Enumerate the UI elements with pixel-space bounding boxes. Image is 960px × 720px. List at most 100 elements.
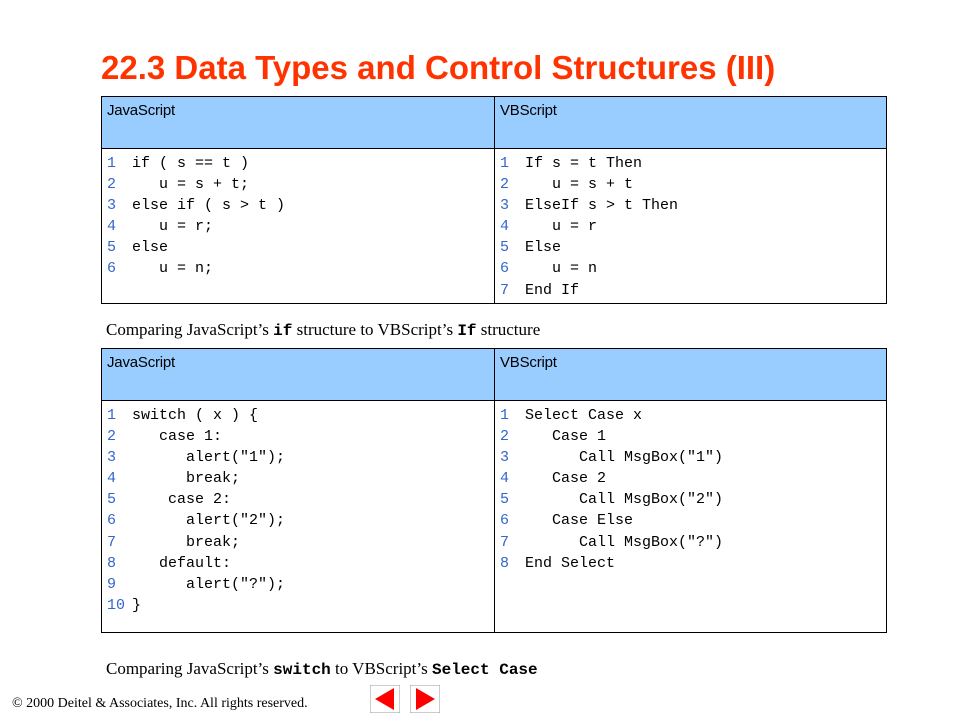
code-text: Else <box>525 239 562 257</box>
code-line: 1 if ( s == t ) <box>107 153 494 174</box>
line-number: 3 <box>500 449 510 467</box>
code-text: switch ( x ) { <box>132 407 259 424</box>
code-line: 6 u = n <box>500 258 886 279</box>
code-line: 1 If s = t Then <box>500 153 886 174</box>
line-number: 3 <box>107 449 117 467</box>
header-javascript: JavaScript <box>102 97 495 148</box>
caption-if-comparison: Comparing JavaScript’s if structure to V… <box>106 320 540 340</box>
code-text: u = r <box>525 218 598 236</box>
code-line: 7 break; <box>107 532 494 553</box>
caption-keyword: if <box>273 322 293 340</box>
line-number: 10 <box>107 596 126 614</box>
next-slide-button[interactable] <box>410 685 440 713</box>
page-title: 22.3 Data Types and Control Structures (… <box>101 49 776 86</box>
caption-text: Comparing JavaScript’s <box>106 659 274 678</box>
code-line: 7 End If <box>500 280 886 301</box>
code-line: 2 u = s + t <box>500 174 886 195</box>
code-block: 1 switch ( x ) { 2 case 1: 3 alert("1"); 4 b… <box>102 401 494 616</box>
copyright-footer: © 2000 Deitel & Associates, Inc. All rig… <box>12 696 308 711</box>
header-javascript: JavaScript <box>102 349 495 400</box>
table-header-row: JavaScript VBScript <box>102 349 886 401</box>
caption-keyword: Select Case <box>432 661 538 679</box>
caption-keyword: switch <box>273 661 331 679</box>
code-line: 5 case 2: <box>107 489 494 510</box>
comparison-table-if: JavaScript VBScript 1 if ( s == t ) 2 u = … <box>101 96 887 304</box>
code-text: If s = t Then <box>525 155 643 172</box>
comparison-table-switch: JavaScript VBScript 1 switch ( x ) { 2 cas… <box>101 348 887 633</box>
vbscript-code-cell: 1 If s = t Then 2 u = s + t 3 ElseIf s > t T… <box>495 149 886 303</box>
line-number: 3 <box>500 197 510 215</box>
code-text: alert("1"); <box>132 449 286 467</box>
header-vbscript: VBScript <box>500 354 557 371</box>
code-line: 2 case 1: <box>107 426 494 447</box>
line-number: 5 <box>500 491 510 509</box>
line-number: 6 <box>107 260 117 278</box>
line-number: 9 <box>107 575 117 593</box>
code-line: 3 Call MsgBox("1") <box>500 447 886 468</box>
code-text: if ( s == t ) <box>132 155 250 172</box>
line-number: 4 <box>107 218 117 236</box>
code-text: Call MsgBox("2") <box>525 491 724 509</box>
triangle-right-icon <box>416 688 435 710</box>
code-text: u = s + t <box>525 176 634 194</box>
code-text: u = r; <box>132 218 214 236</box>
code-line: 8 default: <box>107 553 494 574</box>
code-text: alert("2"); <box>132 512 286 530</box>
line-number: 6 <box>500 512 510 530</box>
caption-text: to VBScript’s <box>330 659 432 678</box>
code-line: 8 End Select <box>500 553 886 574</box>
code-text: Case Else <box>525 512 634 530</box>
caption-text: Comparing JavaScript’s <box>106 320 274 339</box>
code-line: 6 Case Else <box>500 510 886 531</box>
code-text: } <box>132 596 142 614</box>
table-header-row: JavaScript VBScript <box>102 97 886 149</box>
line-number: 1 <box>107 155 117 172</box>
code-line: 6 u = n; <box>107 258 494 279</box>
line-number: 2 <box>107 176 117 194</box>
code-line: 2 u = s + t; <box>107 174 494 195</box>
code-line: 2 Case 1 <box>500 426 886 447</box>
code-text: End If <box>525 281 580 299</box>
line-number: 6 <box>500 260 510 278</box>
line-number: 2 <box>500 176 510 194</box>
code-line: 5 Call MsgBox("2") <box>500 489 886 510</box>
line-number: 5 <box>107 239 117 257</box>
line-number: 5 <box>500 239 510 257</box>
code-text: default: <box>132 554 232 572</box>
code-text: case 2: <box>132 491 232 509</box>
code-text: ElseIf s > t Then <box>525 197 679 215</box>
table-body-row: 1 switch ( x ) { 2 case 1: 3 alert("1"); 4 b… <box>102 401 886 632</box>
triangle-left-icon <box>375 688 394 710</box>
code-text: u = n <box>525 260 598 278</box>
line-number: 1 <box>500 155 510 172</box>
line-number: 8 <box>500 554 510 572</box>
code-line: 4 u = r; <box>107 216 494 237</box>
code-text: break; <box>132 533 241 551</box>
line-number: 4 <box>500 218 510 236</box>
javascript-code-cell: 1 switch ( x ) { 2 case 1: 3 alert("1"); 4 b… <box>102 401 495 632</box>
code-text: Call MsgBox("1") <box>525 449 724 467</box>
line-number: 7 <box>107 533 117 551</box>
code-text: End Select <box>525 554 616 572</box>
previous-slide-button[interactable] <box>370 685 400 713</box>
code-line: 4 u = r <box>500 216 886 237</box>
line-number: 1 <box>107 407 117 424</box>
line-number: 7 <box>500 281 510 299</box>
code-text: Case 2 <box>525 470 607 488</box>
code-line: 5 Else <box>500 237 886 258</box>
code-text: else if ( s > t ) <box>132 197 286 215</box>
line-number: 4 <box>107 470 117 488</box>
line-number: 8 <box>107 554 117 572</box>
code-line: 7 Call MsgBox("?") <box>500 532 886 553</box>
line-number: 2 <box>107 428 117 446</box>
code-line: 4 Case 2 <box>500 468 886 489</box>
caption-switch-comparison: Comparing JavaScript’s switch to VBScrip… <box>106 659 538 679</box>
